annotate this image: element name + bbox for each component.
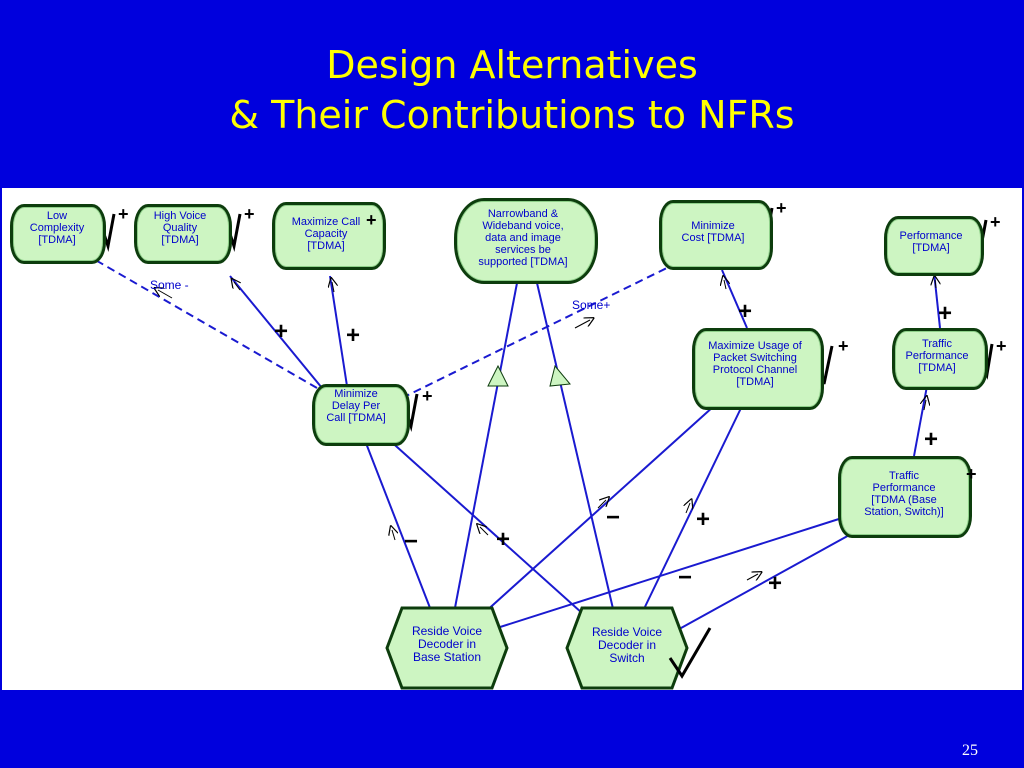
contribution-plus: +	[696, 506, 711, 533]
contribution-plus: +	[924, 426, 939, 453]
w-plus-sign: +	[118, 204, 129, 224]
w-plus-sign: +	[966, 464, 977, 484]
title-line-1: Design Alternatives	[326, 43, 698, 87]
w-plus-sign: +	[996, 336, 1007, 356]
softgoal-high-voice-quality-label: High Voice Quality [TDMA]	[153, 210, 207, 246]
hexagon-base-station	[385, 606, 509, 690]
link-and-left	[453, 282, 518, 614]
link-base-to-traffic2	[496, 517, 843, 629]
link-and-right	[536, 282, 615, 614]
link-switch-to-delay	[386, 437, 583, 614]
link-delay-to-call-capacity	[329, 275, 348, 387]
w-plus-sign: +	[776, 198, 787, 218]
softgoal-performance-label: Performance [TDMA]	[899, 230, 963, 254]
label-some-plus: Some+	[572, 298, 611, 312]
operationalization-base-station-label: Reside Voice Decoder in Base Station	[411, 624, 483, 664]
title-line-2: & Their Contributions to NFRs	[229, 93, 795, 137]
softgoal-maximize-call-capacity-label: Maximize Call Capacity [TDMA]	[291, 216, 361, 252]
softgoal-traffic-performance-1[interactable]	[892, 328, 988, 390]
page-number: 25	[962, 742, 978, 759]
softgoal-minimize-delay-label: Minimize Delay Per Call [TDMA]	[326, 388, 386, 424]
contribution-minus: −	[606, 504, 621, 531]
and-triangle-left	[487, 364, 509, 387]
contribution-minus: −	[404, 528, 419, 555]
slide-title: Design Alternatives & Their Contribution…	[0, 40, 1024, 140]
link-base-to-usage	[483, 405, 715, 614]
softgoal-maximize-usage[interactable]	[692, 328, 824, 410]
softgoal-low-complexity[interactable]	[10, 204, 106, 264]
contribution-plus: +	[496, 526, 511, 553]
contribution-minus: −	[678, 564, 693, 591]
label-some-minus: Some -	[150, 278, 189, 292]
softgoal-traffic-performance-1-label: Traffic Performance [TDMA]	[905, 338, 969, 374]
w-plus-sign: +	[366, 210, 377, 230]
softgoal-narrowband-wideband-label: Narrowband & Wideband voice, data and im…	[478, 208, 568, 268]
operationalization-switch-label: Reside Voice Decoder in Switch	[591, 625, 663, 665]
w-plus-sign: +	[422, 386, 433, 406]
softgoal-narrowband-wideband[interactable]	[454, 198, 598, 284]
link-some-minus-low-complexity	[91, 257, 318, 389]
contribution-plus: +	[346, 322, 361, 349]
w-plus-sign: +	[244, 204, 255, 224]
w-plus-sign: +	[838, 336, 849, 356]
softgoal-high-voice-quality[interactable]	[134, 204, 232, 264]
softgoal-performance[interactable]	[884, 216, 984, 276]
check-mark-icon	[668, 627, 712, 679]
w-plus-sign: +	[990, 212, 1001, 232]
diagram-canvas: Low Complexity [TDMA] High Voice Quality…	[2, 188, 1022, 690]
and-triangle-right	[549, 364, 571, 387]
softgoal-minimize-cost[interactable]	[659, 200, 773, 270]
softgoal-minimize-delay[interactable]	[312, 384, 410, 446]
contribution-plus: +	[768, 570, 783, 597]
softgoal-traffic-performance-2[interactable]	[838, 456, 972, 538]
softgoal-maximize-usage-label: Maximize Usage of Packet Switching Proto…	[708, 340, 802, 388]
contribution-plus: +	[738, 298, 753, 325]
link-switch-to-usage	[641, 405, 743, 614]
link-delay-to-voice-quality	[229, 275, 323, 389]
contribution-plus: +	[274, 318, 289, 345]
hexagon-switch	[565, 606, 689, 690]
link-base-to-delay	[363, 437, 433, 614]
softgoal-traffic-performance-2-label: Traffic Performance [TDMA (Base Station,…	[864, 470, 944, 518]
softgoal-minimize-cost-label: Minimize Cost [TDMA]	[681, 220, 745, 244]
link-switch-to-traffic2	[671, 527, 863, 634]
contribution-plus: +	[938, 300, 953, 327]
softgoal-low-complexity-label: Low Complexity [TDMA]	[29, 210, 85, 246]
softgoal-maximize-call-capacity[interactable]	[272, 202, 386, 270]
